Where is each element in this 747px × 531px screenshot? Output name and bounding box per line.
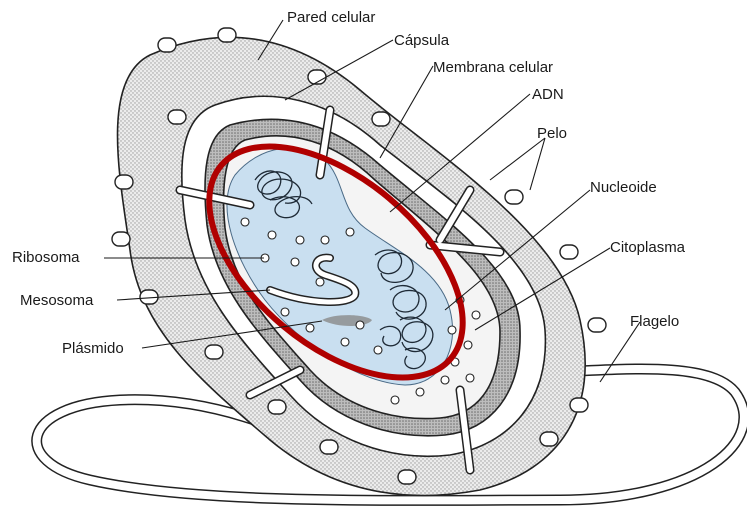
label-adn: ADN xyxy=(532,86,564,103)
label-nucleoide: Nucleoide xyxy=(590,179,657,196)
label-capsula: Cápsula xyxy=(394,32,450,49)
label-pelo: Pelo xyxy=(537,125,567,142)
label-plasmido: Plásmido xyxy=(62,340,124,357)
label-ribosoma: Ribosoma xyxy=(12,249,80,266)
label-pared-celular: Pared celular xyxy=(287,9,375,26)
label-flagelo: Flagelo xyxy=(630,313,679,330)
label-mesosoma: Mesosoma xyxy=(20,292,94,309)
label-membrana-celular: Membrana celular xyxy=(433,59,553,76)
label-citoplasma: Citoplasma xyxy=(610,239,686,256)
